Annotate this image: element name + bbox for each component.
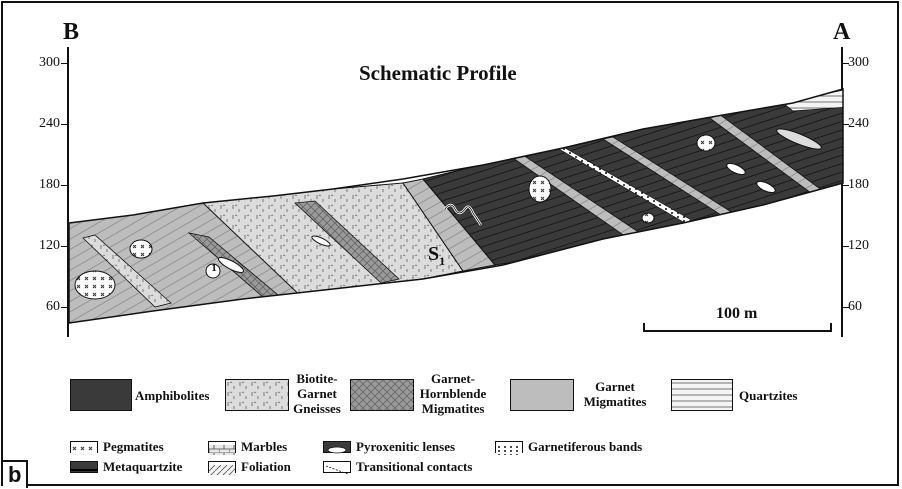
right-tick-mark	[842, 63, 849, 64]
unit-hbl-migmatite-band	[294, 200, 400, 284]
legend-label-marbles: Marbles	[241, 439, 288, 454]
legend-label-garnet-hornblende-migmatites: Garnet- Hornblende Migmatites	[413, 371, 493, 416]
left-tick-mark	[61, 246, 68, 247]
right-axis-tick-120: 120	[848, 238, 869, 253]
pegmatite-body	[74, 270, 116, 300]
left-axis-tick-120: 120	[39, 238, 60, 253]
right-axis-tick-300: 300	[848, 55, 869, 70]
legend-swatch-pegmatites	[70, 441, 98, 455]
left-tick-mark	[61, 307, 68, 308]
legend-swatch-biotite-garnet-gneisses	[225, 379, 289, 411]
geological-cross-section	[68, 88, 844, 332]
left-axis-tick-300: 300	[39, 55, 60, 70]
legend-swatch-garnet-migmatites	[510, 379, 574, 411]
legend-label-garnet-migmatites: Garnet Migmatites	[575, 379, 655, 409]
right-tick-mark	[842, 185, 849, 186]
legend-label-pegmatites: Pegmatites	[103, 439, 164, 454]
legend-label-line: Biotite-	[296, 371, 338, 386]
right-elevation-axis	[841, 47, 843, 337]
profile-title: Schematic Profile	[359, 61, 517, 85]
unit-gneiss-band	[82, 234, 172, 308]
legend-label-foliation: Foliation	[241, 459, 291, 474]
pegmatite-body	[641, 212, 655, 224]
left-tick-mark	[61, 63, 68, 64]
pyroxenitic-lens	[726, 162, 746, 176]
legend-swatch-pyroxenitic-lenses	[323, 441, 351, 454]
foliation-subscript: 1	[439, 254, 446, 268]
legend-swatch-garnet-hornblende-migmatites	[350, 379, 414, 411]
legend-label-line: Garnet	[297, 386, 337, 401]
legend-label-line: Gneisses	[293, 401, 341, 416]
pyroxenitic-lens	[311, 235, 331, 247]
right-tick-mark	[842, 246, 849, 247]
legend-label-quartzites: Quartzites	[739, 388, 798, 403]
scale-bar-label: 100 m	[716, 305, 758, 322]
legend-swatch-metaquartzite	[70, 461, 98, 473]
profile-end-b-label: B	[63, 19, 80, 45]
pyroxenitic-lens	[776, 128, 822, 150]
legend-swatch-quartzites	[671, 379, 733, 411]
legend-label-pyroxenitic-lenses: Pyroxenitic lenses	[356, 439, 456, 454]
left-tick-mark	[61, 185, 68, 186]
legend-swatch-foliation	[208, 461, 236, 475]
panel-label: b	[3, 460, 29, 488]
legend-label-garnetiferous-bands: Garnetiferous bands	[528, 439, 643, 454]
foliation-s1-label: S1	[428, 243, 445, 269]
marble-lens-outline	[444, 204, 482, 226]
right-axis-tick-180: 180	[848, 177, 869, 192]
right-tick-mark	[842, 124, 849, 125]
legend-label-line: Migmatites	[421, 401, 485, 416]
legend-label-metaquartzite: Metaquartzite	[103, 459, 183, 474]
pegmatite-body	[696, 134, 716, 152]
circled-marker	[205, 263, 221, 279]
legend-label-line: Garnet-	[430, 371, 476, 386]
legend-swatch-amphibolites	[70, 379, 132, 411]
foliation-label: S	[428, 243, 440, 265]
legend-label-amphibolites: Amphibolites	[135, 388, 210, 403]
circled-marker-label: 1	[211, 262, 217, 274]
pegmatite-body	[528, 175, 552, 203]
left-axis-tick-180: 180	[39, 177, 60, 192]
profile-outline	[68, 88, 844, 324]
right-tick-mark	[842, 307, 849, 308]
left-axis-tick-60: 60	[46, 299, 60, 314]
scale-bar	[643, 323, 832, 332]
legend-label-transitional-contacts: Transitional contacts	[356, 459, 473, 474]
legend-label-line: Garnet	[595, 379, 635, 394]
legend-label-biotite-garnet-gneisses: Biotite- Garnet Gneisses	[287, 371, 347, 416]
pegmatite-body	[129, 239, 153, 259]
left-elevation-axis	[67, 47, 69, 337]
profile-end-a-label: A	[833, 19, 851, 45]
legend-label-line: Hornblende	[419, 386, 487, 401]
right-axis-tick-60: 60	[848, 299, 862, 314]
pyroxenitic-lens	[217, 257, 245, 273]
unit-quartzites	[782, 89, 843, 112]
legend-swatch-garnetiferous-bands	[495, 441, 523, 455]
legend-label-line: Migmatites	[583, 394, 647, 409]
right-axis-tick-240: 240	[848, 116, 869, 131]
left-tick-mark	[61, 124, 68, 125]
legend-swatch-transitional-contacts	[323, 461, 351, 475]
pyroxenitic-lens	[756, 180, 776, 194]
left-axis-tick-240: 240	[39, 116, 60, 131]
legend-swatch-marbles	[208, 441, 236, 455]
